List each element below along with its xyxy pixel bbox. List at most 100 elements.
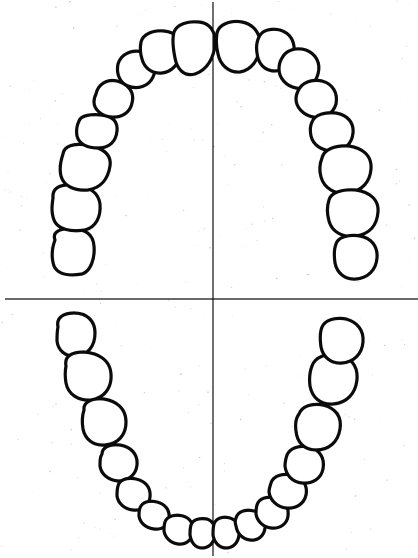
lower-tooth-16[interactable] [320, 318, 363, 363]
texture-speck [71, 444, 72, 445]
texture-speck [0, 271, 1, 272]
lower-tooth-2[interactable] [65, 352, 111, 400]
lower-tooth-1[interactable] [57, 313, 95, 356]
texture-speck [292, 426, 293, 427]
texture-speck [19, 229, 20, 230]
texture-speck [121, 345, 122, 346]
texture-speck [231, 287, 232, 288]
texture-speck [263, 132, 264, 133]
texture-speck [355, 17, 356, 18]
texture-speck [12, 314, 13, 315]
texture-speck [55, 403, 56, 404]
upper-tooth-1[interactable] [52, 229, 94, 275]
texture-speck [57, 143, 58, 144]
texture-speck [165, 487, 166, 488]
texture-speck [373, 317, 374, 318]
texture-speck [106, 264, 107, 265]
texture-speck [306, 520, 307, 521]
lower-tooth-4[interactable] [100, 445, 137, 481]
texture-speck [402, 58, 403, 59]
texture-speck [380, 420, 381, 421]
texture-speck [208, 74, 210, 76]
texture-speck [346, 549, 347, 550]
texture-speck [169, 124, 170, 125]
texture-speck [5, 137, 6, 138]
texture-speck [220, 235, 221, 236]
texture-speck [180, 373, 182, 375]
texture-speck [202, 139, 203, 140]
texture-speck [115, 518, 116, 519]
upper-tooth-16[interactable] [334, 235, 377, 279]
texture-speck [370, 529, 371, 530]
texture-speck [192, 517, 193, 518]
texture-speck [404, 498, 405, 499]
texture-speck [368, 72, 369, 73]
upper-tooth-15[interactable] [328, 190, 379, 237]
lower-tooth-13[interactable] [285, 446, 323, 483]
texture-speck [37, 414, 38, 415]
texture-speck [101, 291, 102, 292]
upper-tooth-2[interactable] [52, 185, 100, 231]
texture-speck [260, 141, 261, 142]
lower-tooth-8[interactable] [190, 519, 215, 548]
texture-speck [209, 247, 210, 248]
upper-tooth-9[interactable] [216, 21, 260, 72]
texture-speck [17, 439, 19, 441]
upper-tooth-14[interactable] [320, 146, 371, 193]
texture-speck [396, 169, 397, 170]
texture-speck [7, 172, 8, 173]
texture-speck [10, 191, 11, 192]
upper-tooth-3[interactable] [60, 144, 110, 190]
texture-speck [52, 406, 53, 407]
texture-speck [357, 281, 358, 282]
texture-speck [347, 99, 348, 100]
texture-speck [276, 278, 278, 280]
texture-speck [211, 423, 212, 424]
texture-speck [251, 224, 252, 225]
texture-speck [236, 101, 237, 102]
texture-speck [407, 99, 408, 100]
lower-tooth-14[interactable] [296, 404, 341, 450]
upper-tooth-8[interactable] [173, 22, 215, 75]
texture-speck [387, 479, 388, 480]
texture-speck [232, 316, 233, 317]
texture-speck [397, 422, 398, 423]
texture-speck [190, 308, 192, 310]
texture-speck [228, 184, 229, 185]
texture-speck [115, 196, 116, 197]
texture-speck [266, 365, 267, 366]
texture-speck [190, 486, 191, 487]
texture-speck [403, 445, 405, 447]
upper-tooth-4[interactable] [77, 115, 117, 148]
texture-speck [370, 26, 371, 27]
texture-speck [115, 326, 116, 327]
texture-speck [175, 306, 176, 307]
texture-speck [207, 392, 208, 393]
texture-speck [196, 246, 197, 247]
texture-speck [1, 545, 2, 546]
texture-speck [8, 189, 9, 190]
texture-speck [113, 535, 114, 536]
texture-speck [29, 90, 30, 91]
texture-speck [364, 459, 365, 460]
texture-speck [4, 189, 5, 190]
lower-arch [57, 313, 363, 548]
texture-speck [188, 412, 189, 413]
texture-speck [257, 240, 258, 241]
texture-speck [259, 79, 260, 80]
texture-speck [21, 205, 22, 206]
texture-speck [204, 228, 205, 229]
texture-speck [408, 548, 409, 549]
texture-speck [52, 442, 54, 444]
texture-speck [168, 300, 169, 301]
texture-speck [185, 306, 186, 307]
texture-speck [306, 274, 307, 275]
lower-tooth-3[interactable] [82, 399, 126, 445]
texture-speck [70, 21, 71, 22]
upper-arch [52, 21, 378, 279]
texture-speck [103, 269, 104, 270]
texture-speck [224, 155, 225, 156]
texture-speck [40, 118, 41, 119]
